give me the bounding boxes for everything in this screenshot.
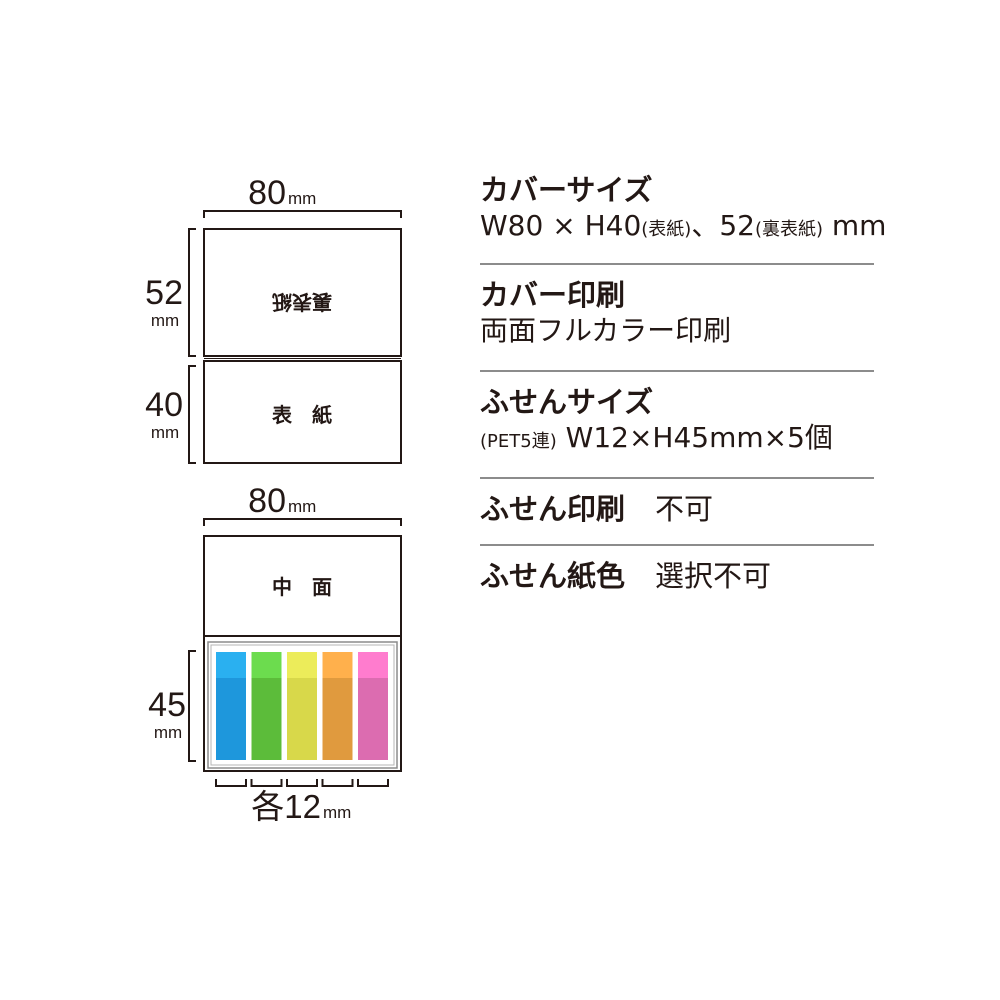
inner-width-unit: mm (288, 497, 316, 516)
fusen-strip-tab-2 (251, 652, 282, 678)
fusen-width-bracket-1 (215, 779, 247, 787)
fusen-strip-2 (251, 652, 282, 760)
spec-cover-size-title: カバーサイズ (480, 173, 653, 207)
fusen-strip-body-2 (251, 678, 282, 760)
fusen-strip-body-1 (216, 678, 246, 760)
spec-cover-size: カバーサイズ W80 × H40(表紙)、52(裏表紙) mm (480, 168, 886, 265)
spec-list: カバーサイズ W80 × H40(表紙)、52(裏表紙) mm カバー印刷 両面… (480, 168, 886, 594)
fusen-width-bracket-5 (357, 779, 389, 787)
cover-width-label: 80 (248, 174, 286, 212)
fusen-height-unit: mm (154, 723, 182, 742)
fusen-width-brackets (215, 779, 389, 787)
spec-fusen-print-value: 不可 (655, 492, 714, 526)
fusen-height-label: 45 (148, 686, 186, 724)
cover-size-dimensions: W80 × H40 (480, 209, 642, 242)
spec-fusen-color: ふせん紙色選択不可 (480, 546, 874, 594)
fusen-width-bracket-4 (321, 779, 354, 787)
spec-fusen-print-title: ふせん印刷 (480, 492, 626, 526)
cover-width-bracket (203, 210, 402, 218)
spec-cover-print-value: 両面フルカラー印刷 (480, 314, 732, 347)
fusen-strip-body-5 (358, 678, 388, 760)
cover-size-front-note: (表紙) (641, 219, 692, 240)
fusen-width-unit: mm (323, 803, 351, 822)
inner-label: 中 面 (272, 575, 332, 599)
fusen-strip-4 (322, 652, 353, 760)
spec-cover-print: カバー印刷 両面フルカラー印刷 (480, 265, 874, 372)
fusen-strip-tab-3 (287, 652, 317, 678)
back-height-label: 52 (145, 274, 183, 312)
front-height-unit: mm (151, 423, 179, 442)
fusen-strips (216, 652, 388, 760)
front-cover-box (203, 360, 402, 464)
fusen-strip-tab-1 (216, 652, 246, 678)
spec-fusen-print: ふせん印刷不可 (480, 479, 874, 546)
spec-fusen-color-title: ふせん紙色 (480, 559, 626, 593)
back-height-unit: mm (151, 311, 179, 330)
fusen-strip-tab-4 (322, 652, 353, 678)
fusen-height-bracket (188, 650, 196, 762)
fusen-strip-body-4 (322, 678, 353, 760)
inner-width-label: 80 (248, 482, 286, 520)
fusen-strip-5 (358, 652, 388, 760)
back-cover-box (203, 228, 402, 357)
fusen-tray-inner (210, 644, 395, 766)
spec-fusen-color-row: ふせん紙色選択不可 (480, 558, 874, 594)
back-cover-label: 裏表紙 (272, 290, 333, 314)
fusen-strip-3 (287, 652, 317, 760)
fusen-strip-1 (216, 652, 246, 760)
cover-size-back-dimension: 、52 (691, 209, 755, 242)
fusen-strip-body-3 (287, 678, 317, 760)
cover-width-unit: mm (288, 189, 316, 208)
inner-width-bracket (203, 518, 402, 526)
fusen-strip-tab-5 (358, 652, 388, 678)
front-height-label: 40 (145, 386, 183, 424)
spec-fusen-print-row: ふせん印刷不可 (480, 491, 874, 527)
spec-fusen-size: ふせんサイズ (PET5連) W12×H45mm×5個 (480, 372, 874, 479)
fusen-width-bracket-3 (286, 779, 318, 787)
fusen-width-label: 各12 (251, 788, 321, 825)
back-height-bracket (188, 228, 196, 357)
spec-cover-size-value: W80 × H40(表紙)、52(裏表紙) mm (480, 208, 886, 248)
front-cover-label: 表 紙 (272, 403, 332, 427)
spec-cover-print-title: カバー印刷 (480, 278, 626, 312)
spec-fusen-size-title: ふせんサイズ (480, 385, 654, 419)
spec-fusen-size-value: (PET5連) W12×H45mm×5個 (480, 420, 874, 460)
cover-size-back-note: (裏表紙) (754, 219, 823, 240)
fusen-size-material: (PET5連) (480, 431, 557, 452)
cover-size-unit: mm (823, 209, 887, 242)
fusen-width-bracket-2 (250, 779, 283, 787)
front-height-bracket (188, 365, 196, 464)
spec-fusen-color-value: 選択不可 (655, 559, 772, 593)
product-diagram: 80 mm 52 mm 40 mm 裏表紙 表 紙 80 mm 中 面 45 m… (145, 174, 402, 825)
fusen-size-dimensions: W12×H45mm×5個 (556, 421, 833, 454)
